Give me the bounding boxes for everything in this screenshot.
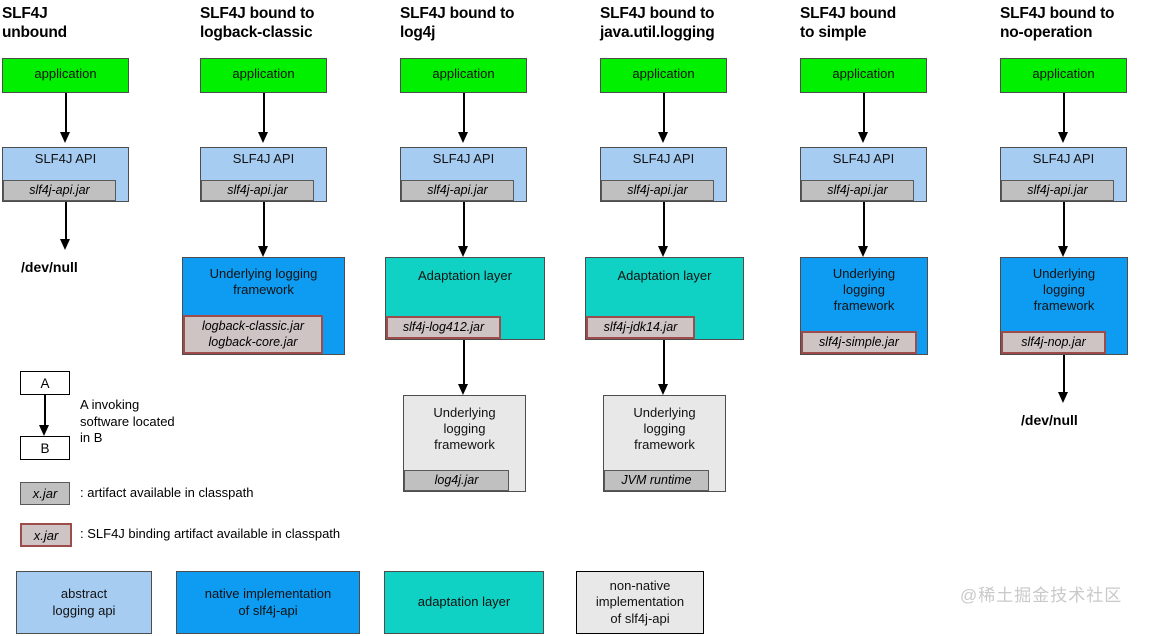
arrow-adaptation-to-underlying	[658, 340, 669, 395]
legend-artifact-description: : artifact available in classpath	[80, 485, 254, 500]
jar-chip-slf4j-api: slf4j-api.jar	[601, 180, 714, 201]
arrow-api-to-underlying	[258, 202, 269, 257]
node-label: Underlying logging framework	[832, 266, 896, 313]
node-underlying-logback: Underlying logging framework logback-cla…	[182, 257, 345, 355]
node-application-jul: application	[600, 58, 727, 93]
node-underlying-jul: Underlying logging framework JVM runtime	[603, 395, 726, 492]
node-label: Underlying logging framework	[433, 405, 496, 452]
node-adaptation-jul: Adaptation layer slf4j-jdk14.jar	[585, 257, 744, 340]
node-label: application	[432, 66, 495, 81]
jar-chip-slf4j-api: slf4j-api.jar	[1001, 180, 1114, 201]
jar-chip-slf4j-log412: slf4j-log412.jar	[386, 316, 501, 339]
legend-swatch-non-native-implementation: non-native implementation of slf4j-api	[576, 571, 704, 634]
arrow-application-to-api	[1058, 93, 1069, 143]
arrow-application-to-api	[658, 93, 669, 143]
node-slf4j-api-log4j: SLF4J API slf4j-api.jar	[400, 147, 527, 202]
node-label: application	[1032, 66, 1095, 81]
column-title-simple: SLF4J bound to simple	[800, 5, 896, 41]
node-label: application	[232, 66, 295, 81]
legend-chip-artifact: x.jar	[20, 482, 70, 505]
node-label: Underlying logging framework	[633, 405, 696, 452]
legend-swatch-native-implementation: native implementation of slf4j-api	[176, 571, 360, 634]
arrow-application-to-api	[858, 93, 869, 143]
arrow-underlying-to-devnull	[1058, 355, 1069, 403]
jar-chip-slf4j-api: slf4j-api.jar	[801, 180, 914, 201]
legend-swatch-adaptation-layer: adaptation layer	[384, 571, 544, 634]
legend-arrow-a-to-b	[39, 395, 50, 436]
watermark-text: @稀土掘金技术社区	[960, 586, 1123, 605]
column-title-unbound: SLF4J unbound	[2, 5, 67, 41]
node-label: Adaptation layer	[617, 268, 712, 283]
node-label: SLF4J API	[1032, 151, 1095, 166]
jar-chip-slf4j-api: slf4j-api.jar	[3, 180, 116, 201]
jar-chip-slf4j-api: slf4j-api.jar	[201, 180, 314, 201]
node-label: Underlying logging framework	[209, 266, 318, 297]
node-underlying-log4j: Underlying logging framework log4j.jar	[403, 395, 526, 492]
column-title-log4j: SLF4J bound to log4j	[400, 5, 515, 41]
node-label: application	[832, 66, 895, 81]
jar-chip-log4j: log4j.jar	[404, 470, 509, 491]
node-application-unbound: application	[2, 58, 129, 93]
arrow-api-to-adaptation	[658, 202, 669, 257]
node-label: SLF4J API	[34, 151, 97, 166]
arrow-api-to-underlying	[1058, 202, 1069, 257]
arrow-api-to-adaptation	[458, 202, 469, 257]
jar-chip-jvm-runtime: JVM runtime	[604, 470, 709, 491]
arrow-adaptation-to-underlying	[458, 340, 469, 395]
node-label: SLF4J API	[432, 151, 495, 166]
node-slf4j-api-simple: SLF4J API slf4j-api.jar	[800, 147, 927, 202]
node-label: application	[632, 66, 695, 81]
jar-chip-logback-binding: logback-classic.jar logback-core.jar	[183, 315, 323, 354]
jar-chip-slf4j-jdk14: slf4j-jdk14.jar	[586, 316, 695, 339]
node-application-logback: application	[200, 58, 327, 93]
node-label: application	[34, 66, 97, 81]
node-slf4j-api-jul: SLF4J API slf4j-api.jar	[600, 147, 727, 202]
node-label: Adaptation layer	[418, 268, 512, 283]
node-slf4j-api-unbound: SLF4J API slf4j-api.jar	[2, 147, 129, 202]
node-application-nop: application	[1000, 58, 1127, 93]
node-slf4j-api-nop: SLF4J API slf4j-api.jar	[1000, 147, 1127, 202]
node-devnull-nop: /dev/null	[1021, 412, 1078, 428]
node-label: SLF4J API	[832, 151, 895, 166]
column-title-no-operation: SLF4J bound to no-operation	[1000, 5, 1115, 41]
node-label: Underlying logging framework	[1032, 266, 1096, 313]
node-application-log4j: application	[400, 58, 527, 93]
column-title-logback-classic: SLF4J bound to logback-classic	[200, 5, 315, 41]
arrow-application-to-api	[258, 93, 269, 143]
legend-swatch-abstract-logging-api: abstract logging api	[16, 571, 152, 634]
node-adaptation-log4j: Adaptation layer slf4j-log412.jar	[385, 257, 545, 340]
legend-box-b: B	[20, 436, 70, 460]
jar-chip-slf4j-simple: slf4j-simple.jar	[801, 331, 917, 354]
arrow-application-to-api	[458, 93, 469, 143]
legend-binding-description: : SLF4J binding artifact available in cl…	[80, 526, 341, 541]
node-devnull-unbound: /dev/null	[21, 259, 78, 275]
jar-chip-slf4j-nop: slf4j-nop.jar	[1001, 331, 1106, 354]
column-title-java-util-logging: SLF4J bound to java.util.logging	[600, 5, 715, 41]
arrow-application-to-api	[60, 93, 71, 143]
node-underlying-nop: Underlying logging framework slf4j-nop.j…	[1000, 257, 1128, 355]
legend-invocation-description: A invoking software located in B	[80, 397, 175, 445]
arrow-api-to-underlying	[858, 202, 869, 257]
legend-box-a: A	[20, 371, 70, 395]
node-application-simple: application	[800, 58, 927, 93]
jar-chip-slf4j-api: slf4j-api.jar	[401, 180, 514, 201]
arrow-api-to-devnull	[60, 202, 71, 250]
node-label: SLF4J API	[232, 151, 295, 166]
legend-chip-binding: x.jar	[20, 523, 72, 547]
node-slf4j-api-logback: SLF4J API slf4j-api.jar	[200, 147, 327, 202]
node-underlying-simple: Underlying logging framework slf4j-simpl…	[800, 257, 928, 355]
node-label: SLF4J API	[632, 151, 695, 166]
